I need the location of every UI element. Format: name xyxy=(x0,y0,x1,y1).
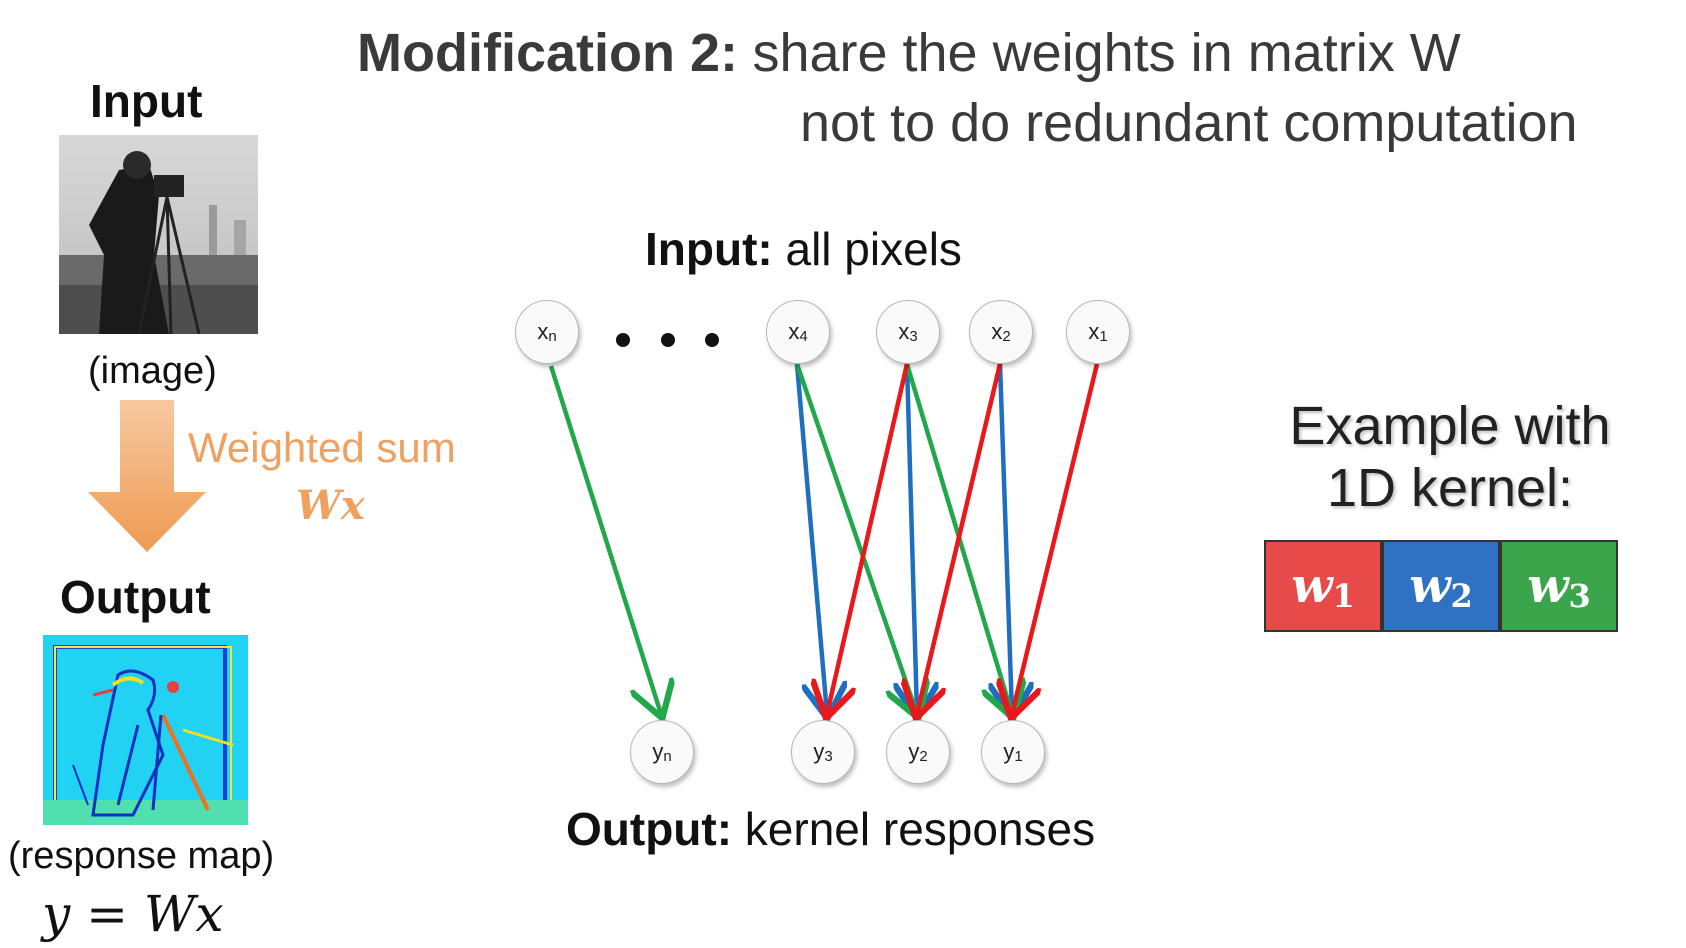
kernel-heading: Example with 1D kernel: xyxy=(1240,395,1660,519)
output-heading-bold: Output: xyxy=(566,803,733,855)
node-sub: 1 xyxy=(1014,747,1023,765)
node-base: x xyxy=(537,319,549,344)
node-sub: n xyxy=(663,747,672,765)
title-line-2: not to do redundant computation xyxy=(800,93,1578,153)
ellipsis-dot xyxy=(705,333,719,347)
node-base: x xyxy=(1088,319,1100,344)
edge-x4-y3 xyxy=(794,363,827,714)
node-base: y xyxy=(652,739,664,764)
output-label: Output xyxy=(60,571,211,623)
kernel-cell-sub: 2 xyxy=(1450,577,1473,615)
node-base: x xyxy=(991,319,1003,344)
input-heading-rest: all pixels xyxy=(772,223,962,275)
kernel-cell-base: w xyxy=(1527,558,1569,614)
page-title: Modification 2: share the weights in mat… xyxy=(357,22,1461,84)
kernel-cell-base: w xyxy=(1409,558,1451,614)
down-arrow-icon xyxy=(88,400,206,552)
kernel-cell-sub: 1 xyxy=(1332,577,1355,615)
edge-x2-y2 xyxy=(917,363,1003,714)
weighted-sum-math: Wx xyxy=(296,482,365,529)
output-heading-rest: kernel responses xyxy=(732,803,1096,855)
node-sub: 4 xyxy=(799,327,808,345)
title-line-1: share the weights in matrix W xyxy=(752,23,1461,83)
node-base: x xyxy=(788,319,800,344)
node-base: y xyxy=(813,739,825,764)
node-sub: n xyxy=(548,327,557,345)
response-map-image xyxy=(43,635,248,825)
edge-xn-yn xyxy=(548,365,661,714)
kernel-heading-line-1: Example with xyxy=(1289,396,1611,456)
equation: y = Wx xyxy=(42,885,224,943)
input-image xyxy=(59,135,258,334)
node-base: y xyxy=(1003,739,1015,764)
edge-x3-y2 xyxy=(907,363,917,714)
input-heading-bold: Input: xyxy=(645,223,773,275)
edge-x2-y1 xyxy=(1000,363,1012,714)
edge-x1-y1 xyxy=(1012,363,1100,714)
node-sub: 2 xyxy=(919,747,928,765)
node-sub: 1 xyxy=(1099,327,1108,345)
node-sub: 3 xyxy=(824,747,833,765)
title-bold: Modification 2: xyxy=(357,23,738,83)
edge-x3-y3 xyxy=(827,363,910,714)
kernel-cell-sub: 3 xyxy=(1568,577,1591,615)
ellipsis-dot xyxy=(616,333,630,347)
response-caption: (response map) xyxy=(8,835,275,877)
input-heading: Input: all pixels xyxy=(645,222,962,276)
weighted-sum-label: Weighted sum xyxy=(188,424,456,471)
image-caption: (image) xyxy=(88,350,217,392)
ellipsis-dot xyxy=(661,333,675,347)
kernel-cell-base: w xyxy=(1291,558,1333,614)
node-sub: 3 xyxy=(909,327,918,345)
output-heading: Output: kernel responses xyxy=(566,802,1095,856)
node-sub: 2 xyxy=(1002,327,1011,345)
node-base: x xyxy=(898,319,910,344)
kernel-heading-line-2: 1D kernel: xyxy=(1326,458,1574,519)
edge-x4-y2 xyxy=(794,363,917,714)
input-label: Input xyxy=(90,75,203,127)
node-base: y xyxy=(908,739,920,764)
